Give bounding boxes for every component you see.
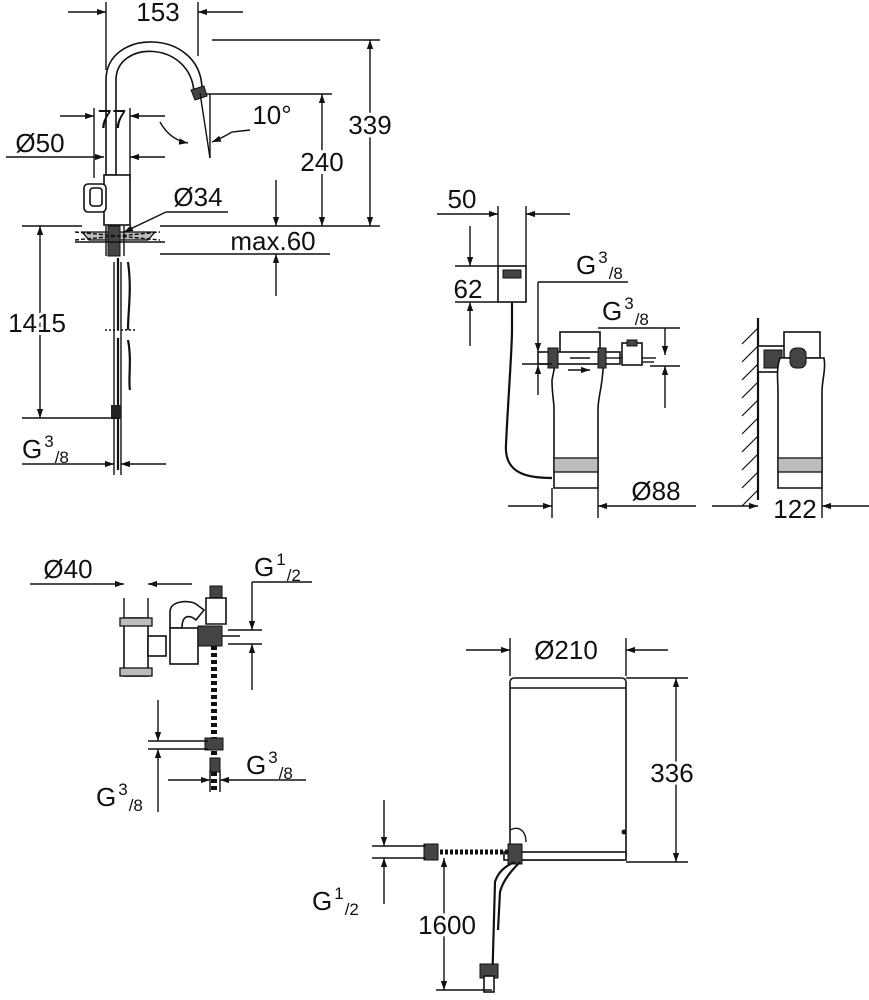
dim-max-deck-label: max.60 <box>230 226 315 256</box>
dim-tap-reach: 153 <box>68 0 243 70</box>
dim-boiler-hose-length: 1600 <box>415 858 492 991</box>
dim-hose-length: 1415 <box>5 225 118 419</box>
boiler-tank <box>503 677 627 861</box>
dim-filter-head-width: 50 <box>437 184 570 218</box>
valve-tee <box>119 598 167 677</box>
filter-cartridge-side <box>741 318 826 507</box>
filter-cartridge-front <box>537 331 656 489</box>
valve-reducer <box>169 585 240 665</box>
tap-spout <box>105 41 211 176</box>
dim-tap-base-diameter-label: Ø34 <box>173 182 222 212</box>
dim-boiler-hose-length-label: 1600 <box>418 910 476 940</box>
dim-filter-depth: 122 <box>712 488 869 527</box>
valve-hose <box>204 646 224 790</box>
boiler-hoses <box>423 843 523 993</box>
dim-filter-diameter-label: Ø88 <box>631 476 680 506</box>
dim-tap-diameter-label: Ø50 <box>15 128 64 158</box>
dim-spout-clearance: 240 <box>206 93 347 226</box>
dim-spout-offset-label: 77 <box>98 104 127 134</box>
dim-spout-clearance-label: 240 <box>300 147 343 177</box>
dim-tap-height-label: 339 <box>348 110 391 140</box>
dim-tap-base-diameter: Ø34 <box>105 182 228 256</box>
dim-boiler-height-label: 336 <box>650 758 693 788</box>
dim-boiler-diameter-label: Ø210 <box>534 635 598 665</box>
tap-view: 153 339 240 10° 77 <box>5 0 395 475</box>
dim-boiler-diameter: Ø210 <box>466 635 668 676</box>
dim-filter-head-height: 62 <box>451 226 498 346</box>
dim-tap-diameter: Ø50 <box>6 128 165 161</box>
filter-controller <box>497 206 553 480</box>
dim-filter-diameter: Ø88 <box>508 476 696 518</box>
tap-body <box>74 174 165 257</box>
dim-filter-head-height-label: 62 <box>454 274 483 304</box>
dim-filter-head-width-label: 50 <box>448 184 477 214</box>
dim-spout-offset: 77 <box>60 104 165 178</box>
dim-tap-height: 339 <box>212 39 395 226</box>
dim-max-deck: max.60 <box>160 180 330 296</box>
dim-spout-angle-label: 10° <box>252 100 291 130</box>
dim-tap-reach-label: 153 <box>136 0 179 27</box>
filter-view: 50 62 <box>437 184 869 527</box>
tap-hose <box>105 258 135 475</box>
dim-spout-angle: 10° <box>159 94 292 158</box>
dim-filter-depth-label: 122 <box>773 494 816 524</box>
dim-valve-diameter: Ø40 <box>30 554 192 588</box>
dim-boiler-height: 336 <box>626 677 697 863</box>
dim-hose-length-label: 1415 <box>8 308 66 338</box>
dim-valve-diameter-label: Ø40 <box>43 554 92 584</box>
